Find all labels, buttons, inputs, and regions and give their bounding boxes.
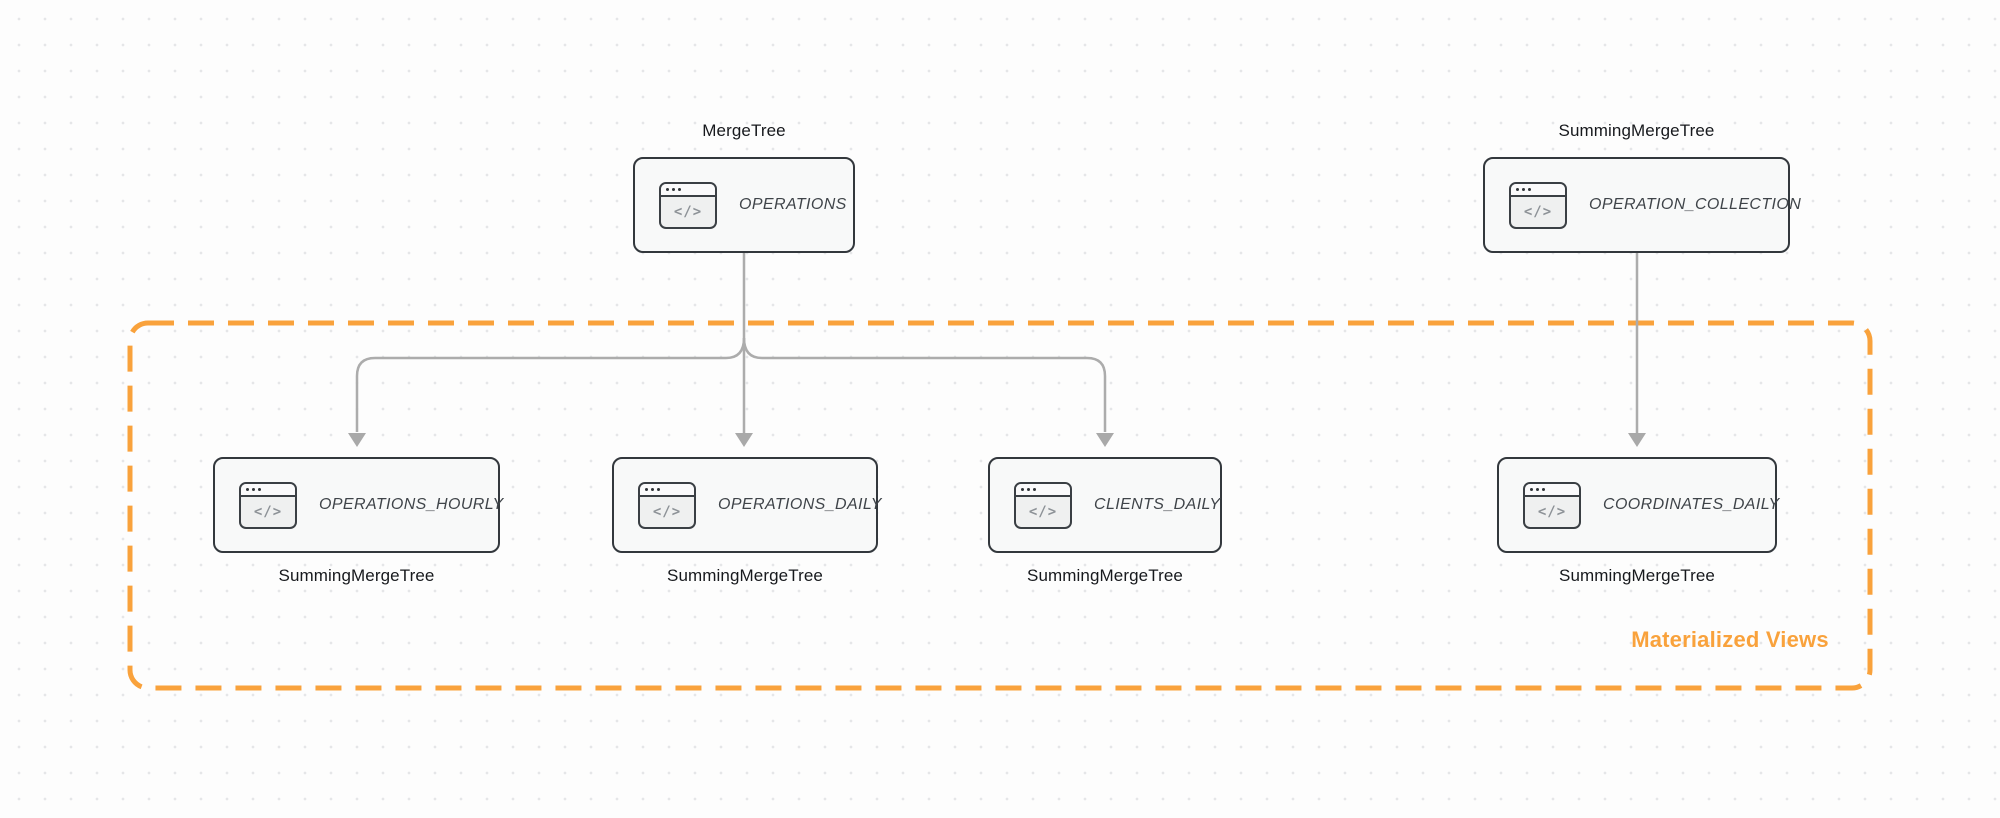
table-name: CLIENTS_DAILY [1094, 496, 1221, 513]
table-shape-operations-hourly[interactable]: </> OPERATIONS_HOURLY [213, 457, 503, 553]
code-window-titlebar [1511, 183, 1565, 197]
window-dot-icon [1021, 487, 1024, 491]
code-glyph: </> [1028, 503, 1058, 520]
arrowhead-operations-daily [735, 433, 753, 447]
table-name: OPERATIONS [739, 196, 847, 213]
window-dot-icon [1528, 187, 1531, 191]
engine-label: SummingMergeTree [1559, 566, 1715, 585]
arrowhead-coordinates-daily [1628, 433, 1646, 447]
code-glyph: </> [253, 503, 283, 520]
window-dot-icon [666, 187, 669, 191]
materialized-views-group-label: Materialized Views [1631, 627, 1829, 652]
table-name: OPERATIONS_DAILY [718, 496, 882, 513]
engine-label: SummingMergeTree [1027, 566, 1183, 585]
node-coordinates-daily: </> COORDINATES_DAILY SummingMergeTree [1497, 457, 1780, 586]
code-window-titlebar [640, 483, 694, 497]
table-shape-clients-daily[interactable]: </> CLIENTS_DAILY [988, 457, 1222, 553]
window-dot-icon [678, 187, 681, 191]
engine-label: MergeTree [702, 121, 786, 140]
table-shape-coordinates-daily[interactable]: </> COORDINATES_DAILY [1497, 457, 1780, 553]
node-operations-hourly: </> OPERATIONS_HOURLY SummingMergeTree [213, 457, 503, 586]
table-name: OPERATION_COLLECTION [1589, 196, 1802, 213]
code-glyph: </> [1537, 503, 1567, 520]
code-glyph: </> [652, 503, 682, 520]
window-dot-icon [1536, 487, 1539, 491]
code-window-icon: </> [1523, 481, 1581, 529]
node-operations-daily: </> OPERATIONS_DAILY SummingMergeTree [612, 457, 881, 586]
code-window-icon: </> [1014, 481, 1072, 529]
code-glyph: </> [1523, 203, 1553, 220]
code-window-titlebar [661, 183, 715, 197]
arrowhead-operations-hourly [348, 433, 366, 447]
materialized-views-group-frame [127, 320, 1873, 691]
code-window-titlebar [1016, 483, 1070, 497]
window-dot-icon [258, 487, 261, 491]
window-dot-icon [1530, 487, 1533, 491]
table-name: COORDINATES_DAILY [1603, 496, 1780, 513]
engine-label: SummingMergeTree [278, 566, 435, 585]
window-dot-icon [252, 487, 255, 491]
window-dot-icon [1542, 487, 1545, 491]
engine-label: SummingMergeTree [667, 566, 823, 585]
table-shape-operations[interactable]: </> OPERATIONS [633, 157, 855, 253]
node-clients-daily: </> CLIENTS_DAILY SummingMergeTree [988, 457, 1222, 586]
window-dot-icon [246, 487, 249, 491]
code-glyph: </> [673, 203, 703, 220]
code-window-icon: </> [1509, 181, 1567, 229]
table-shape-operation-collection[interactable]: </> OPERATION_COLLECTION [1483, 157, 1801, 253]
edge-operations-to-clients-daily [742, 337, 1107, 432]
window-dot-icon [645, 487, 648, 491]
window-dot-icon [1522, 187, 1525, 191]
window-dot-icon [657, 487, 660, 491]
edge-operations-to-operations-hourly [355, 337, 746, 432]
table-name: OPERATIONS_HOURLY [319, 496, 504, 513]
arrowhead-clients-daily [1096, 433, 1114, 447]
node-operation-collection: SummingMergeTree </> OPERATION_COLLECTIO… [1483, 121, 1801, 253]
window-dot-icon [1027, 487, 1030, 491]
table-shape-operations-daily[interactable]: </> OPERATIONS_DAILY [612, 457, 881, 553]
engine-label: SummingMergeTree [1558, 121, 1715, 140]
code-window-titlebar [241, 483, 295, 497]
window-dot-icon [651, 487, 654, 491]
code-window-icon: </> [659, 181, 717, 229]
code-window-icon: </> [239, 481, 297, 529]
node-operations: MergeTree </> OPERATIONS [633, 121, 855, 253]
window-dot-icon [1516, 187, 1519, 191]
window-dot-icon [1033, 487, 1036, 491]
code-window-titlebar [1525, 483, 1579, 497]
code-window-icon: </> [638, 481, 696, 529]
window-dot-icon [672, 187, 675, 191]
